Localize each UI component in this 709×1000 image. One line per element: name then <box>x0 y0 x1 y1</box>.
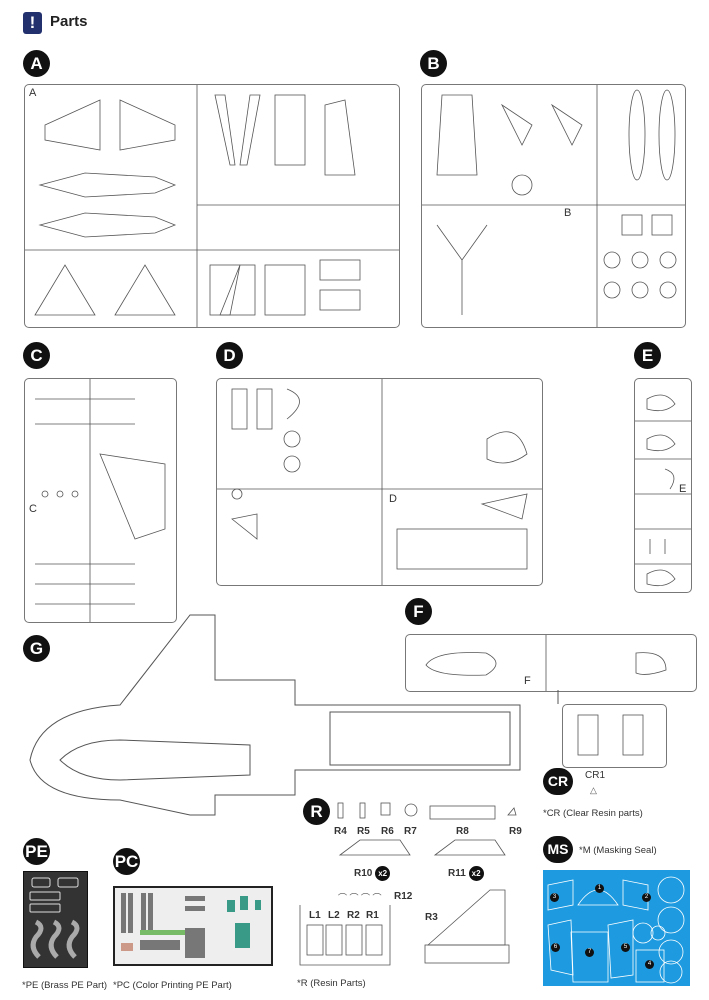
pe-parts <box>29 877 80 959</box>
r12-label: R12 <box>394 891 413 902</box>
mask-number: 6 <box>551 943 560 952</box>
resin-badge: R <box>303 798 330 825</box>
resin-part-label: R5 <box>357 826 370 837</box>
clear-resin-badge: CR <box>543 768 573 795</box>
mask-number: 4 <box>645 960 654 969</box>
r10-label: R10 x2 <box>354 866 391 881</box>
resin-part-label: R9 <box>509 826 522 837</box>
sprue-f: F <box>405 634 697 692</box>
mask-number: 3 <box>550 893 559 902</box>
sprue-c: C <box>24 378 177 623</box>
photo-etch-caption: *PE (Brass PE Part) <box>22 980 107 991</box>
brass-pe-sheet <box>23 871 88 968</box>
seat-label: L2 <box>328 910 340 921</box>
sprue-f-subframe <box>562 704 667 768</box>
quantity-badge: x2 <box>375 866 391 881</box>
r11-text: R11 <box>448 868 466 879</box>
sprue-d: D <box>216 378 543 586</box>
clear-resin-caption: *CR (Clear Resin parts) <box>543 808 643 819</box>
color-pe-badge: PC <box>113 848 140 875</box>
sprue-e: E <box>634 378 692 593</box>
sprue-a-badge: A <box>23 50 50 77</box>
sprue-c-label: C <box>29 503 37 515</box>
masking-sheet: 1 2 3 4 5 6 7 <box>543 870 690 986</box>
sprue-e-badge: E <box>634 342 661 369</box>
sprue-f-parts <box>425 635 667 691</box>
resin-part-label: R8 <box>456 826 469 837</box>
sprue-b: B <box>421 84 686 328</box>
sprue-b-label: B <box>564 207 572 219</box>
pc-parts <box>121 893 261 958</box>
seat-label: L1 <box>309 910 321 921</box>
masking-caption: *M (Masking Seal) <box>579 845 657 856</box>
mask-number: 1 <box>595 884 604 893</box>
quantity-badge: x2 <box>468 866 484 881</box>
mask-number: 7 <box>585 948 594 957</box>
resin-caption: *R (Resin Parts) <box>297 978 366 989</box>
r3-label: R3 <box>425 912 438 923</box>
sprue-d-parts <box>217 379 542 585</box>
masking-badge: MS <box>543 836 573 863</box>
sprue-a: A <box>24 84 400 328</box>
sprue-d-badge: D <box>216 342 243 369</box>
sprue-c-parts <box>35 379 166 622</box>
resin-part-label: R6 <box>381 826 394 837</box>
sprue-f-label: F <box>524 675 531 687</box>
color-pe-sheet <box>113 886 273 966</box>
sprue-b-parts <box>422 85 685 327</box>
sprue-f-badge: F <box>405 598 432 625</box>
cr1-label: CR1 <box>585 770 606 781</box>
sprue-e-parts <box>635 394 691 587</box>
resin-part-label: R4 <box>334 826 347 837</box>
photo-etch-badge: PE <box>23 838 50 865</box>
mask-number: 2 <box>642 893 651 902</box>
sprue-d-label: D <box>389 493 397 505</box>
ejection-seats <box>577 714 644 756</box>
masking-shapes <box>547 876 685 984</box>
seat-label: R1 <box>366 910 379 921</box>
sprue-c-badge: C <box>23 342 50 369</box>
sprue-g-badge: G <box>23 635 50 662</box>
info-icon: ! <box>23 12 42 34</box>
sprue-e-label: E <box>679 483 687 495</box>
r11-label: R11 x2 <box>448 866 484 881</box>
sprue-a-parts <box>25 85 399 327</box>
resin-part-label: R7 <box>404 826 417 837</box>
seat-label: R2 <box>347 910 360 921</box>
mask-number: 5 <box>621 943 630 952</box>
r12-parts-icon: ⌒ ⌒ ⌒ ⌒ <box>338 893 382 903</box>
color-pe-caption: *PC (Color Printing PE Part) <box>113 980 232 991</box>
cr1-part-icon: △ <box>590 785 597 795</box>
sprue-a-label: A <box>29 87 37 99</box>
sprue-b-badge: B <box>420 50 447 77</box>
r10-text: R10 <box>354 868 373 879</box>
page-title: Parts <box>50 13 88 30</box>
